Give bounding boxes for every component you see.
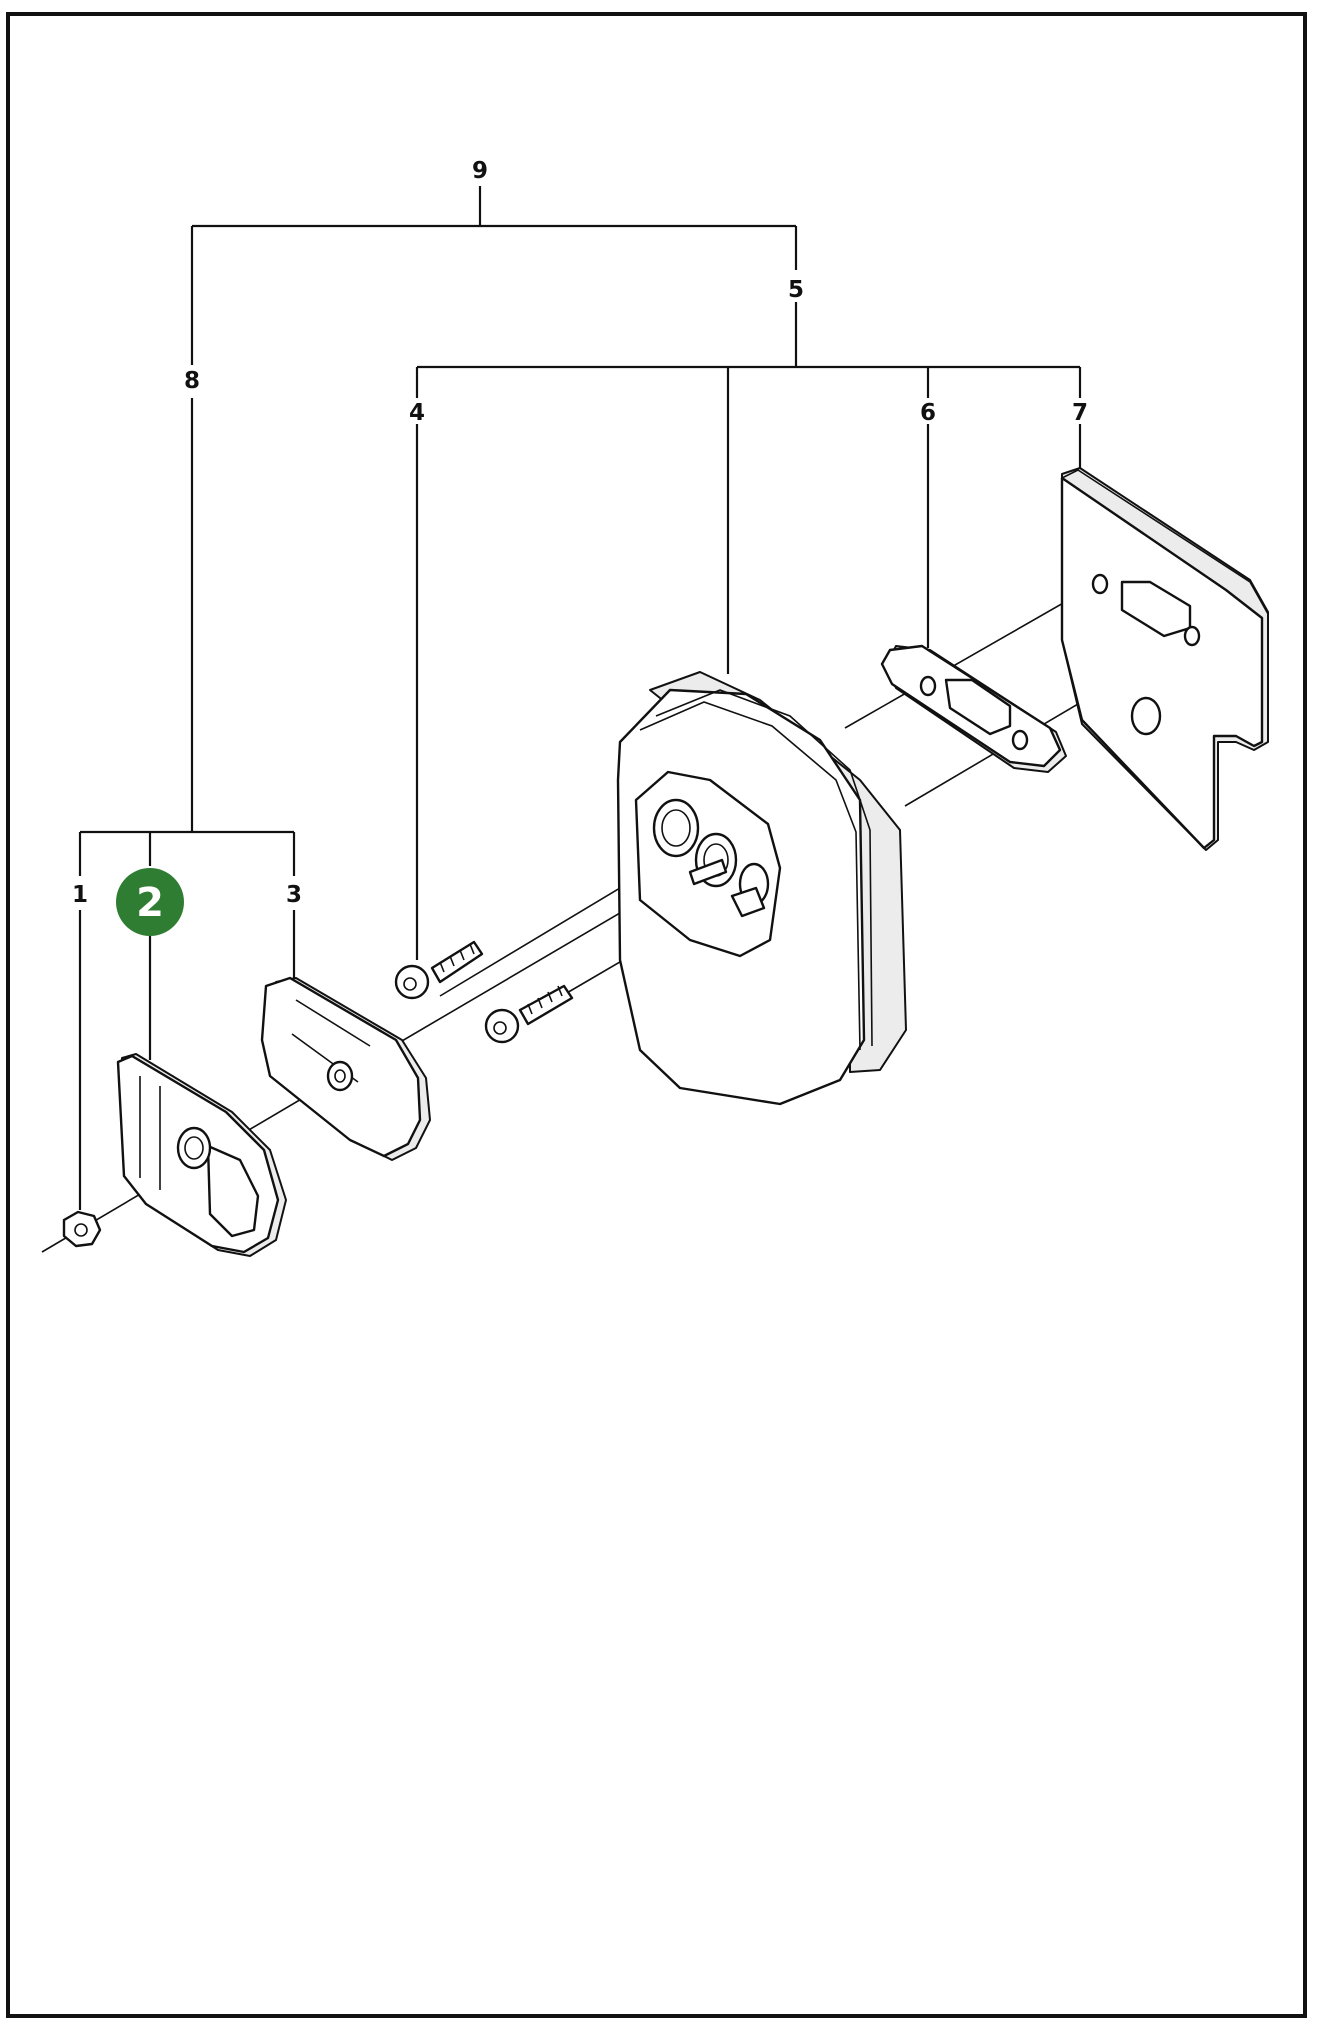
muffler-body — [616, 671, 907, 1106]
gasket — [880, 644, 1067, 773]
callout-1: 1 — [72, 882, 88, 908]
callout-9: 9 — [472, 158, 488, 184]
spark-arrestor-screen — [116, 1053, 287, 1257]
callout-6: 6 — [920, 400, 936, 426]
callout-2: 2 — [136, 880, 164, 926]
cover-plate — [260, 976, 431, 1161]
callout-7: 7 — [1072, 400, 1088, 426]
callout-8: 8 — [184, 368, 200, 394]
highlight-callout-2: 2 — [116, 868, 184, 936]
callout-5: 5 — [788, 277, 804, 303]
nut — [62, 1210, 102, 1248]
highlight-badge — [116, 868, 184, 936]
assembly-tree-lines — [78, 186, 1082, 1210]
screw-lower — [484, 984, 574, 1044]
heat-shield-plate — [1060, 467, 1269, 851]
callout-4: 4 — [409, 400, 425, 426]
screw-upper — [394, 940, 484, 1000]
callout-3: 3 — [286, 882, 302, 908]
